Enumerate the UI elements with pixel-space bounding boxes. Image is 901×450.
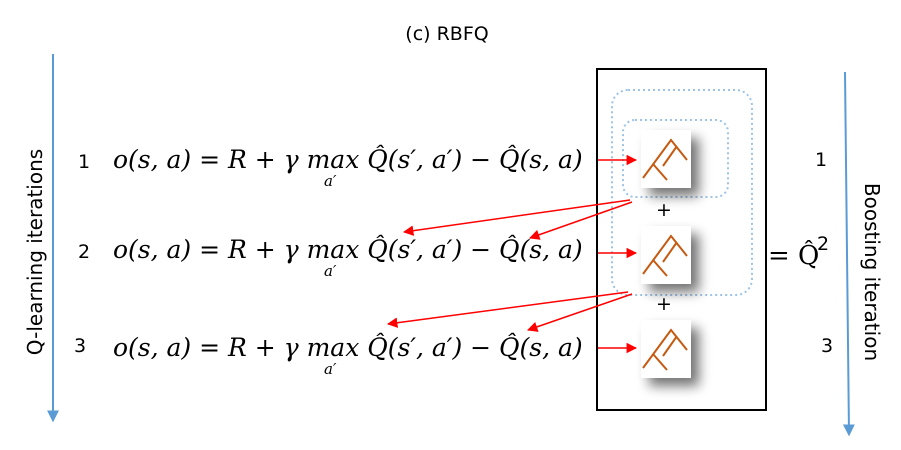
equation: o(s, a) = R + γ max Q̂(s′, a′) − Q̂(s, a… [113,145,583,174]
tree-tile-1 [641,130,691,188]
boosting-group-outer [611,89,753,296]
iteration-row-1: 1 o(s, a) = R + γ max Q̂(s′, a′) − Q̂(s,… [78,145,583,190]
iteration-row-3: 3 o(s, a) = R + γ max Q̂(s′, a′) − Q̂(s,… [74,333,583,378]
tree-tile-3 [641,320,691,378]
boosting-group-inner [622,119,729,198]
max-subscript: a′ [324,262,337,280]
plus-sign: + [656,199,672,221]
iteration-row-2: 2 o(s, a) = R + γ max Q̂(s′, a′) − Q̂(s,… [78,235,583,280]
iteration-number: 1 [78,151,90,173]
right-axis-arrow [842,71,855,437]
left-axis-label: Q-learning iterations [23,149,47,355]
equation: o(s, a) = R + γ max Q̂(s′, a′) − Q̂(s, a… [113,235,583,264]
plus-sign: + [656,293,672,315]
ensemble-frame [596,68,767,411]
iteration-number: 2 [78,241,90,263]
boosting-number: 1 [815,149,827,171]
result-label: = Q̂ [768,240,819,271]
boosting-number: 3 [821,335,833,357]
right-axis-label: Boosting iteration [860,183,884,361]
max-subscript: a′ [324,172,337,190]
equation: o(s, a) = R + γ max Q̂(s′, a′) − Q̂(s, a… [113,333,583,362]
red-arrow [529,201,633,240]
iteration-number: 3 [74,335,86,357]
result-superscript: 2 [817,233,829,255]
diagram-title: (c) RBFQ [405,23,488,45]
red-arrow [386,291,629,328]
red-arrow [402,199,631,236]
red-arrow [527,293,633,332]
tree-tile-2 [641,226,691,284]
max-subscript: a′ [324,360,337,378]
